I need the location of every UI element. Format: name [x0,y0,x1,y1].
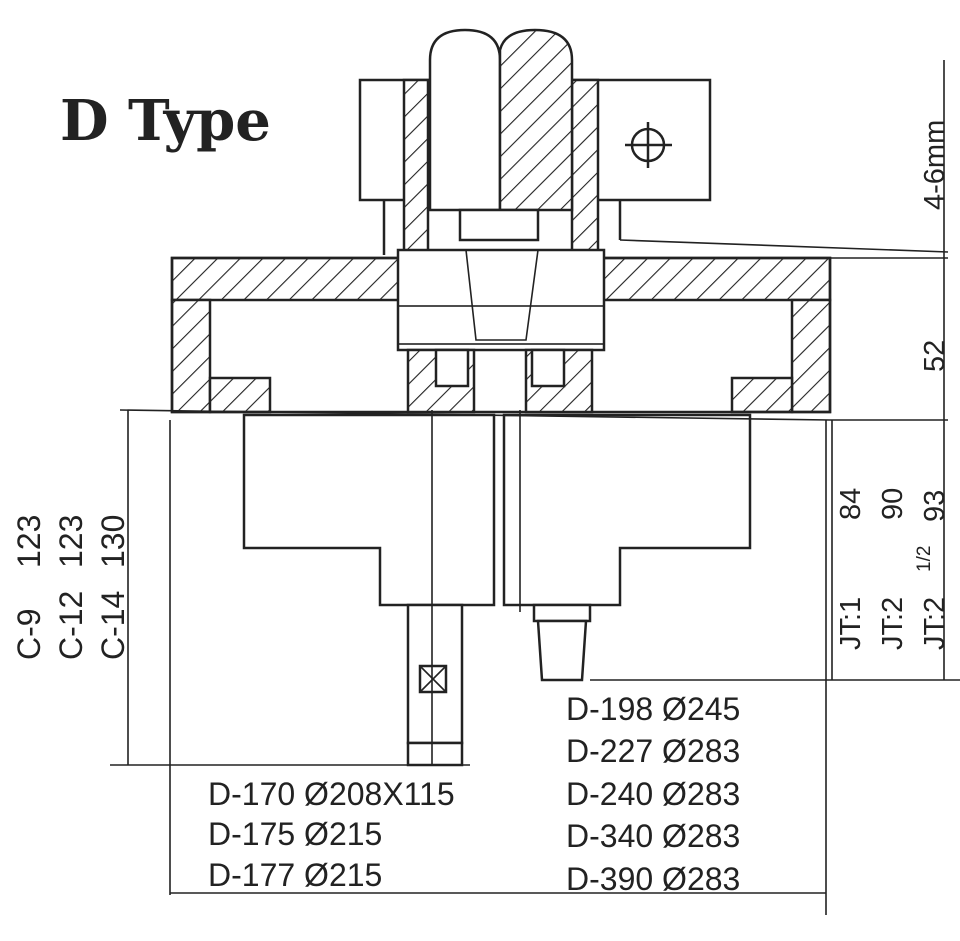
right-model-item: D-390 Ø283 [566,861,740,897]
right-model-item: D-227 Ø283 [566,733,740,769]
diagram-title: D Type [60,88,271,154]
plate-height-label: 52 [919,340,951,372]
c-9-name: C-9 [11,608,47,660]
jt-2-half-value: 93 [919,490,951,522]
left-model-list: D-170 Ø208X115 D-175 Ø215 D-177 Ø215 [208,776,455,893]
right-model-item: D-340 Ø283 [566,818,740,854]
jt-2-half-superscript: 1/2 [914,546,935,572]
gap-dimension-label: 4-6mm [919,120,951,210]
c-dimension-list: C-9 123 C-12 123 C-14 130 [11,515,131,660]
left-model-item: D-170 Ø208X115 [208,776,455,812]
right-model-item: D-198 Ø245 [566,691,740,727]
right-model-item: D-240 Ø283 [566,776,740,812]
jt-1-value: 84 [835,488,867,520]
right-tool-holder [502,410,752,682]
right-model-list: D-198 Ø245 D-227 Ø283 D-240 Ø283 D-340 Ø… [566,691,740,897]
c-12-value: 123 [53,515,89,568]
jt-2-name: JT:2 [877,597,909,650]
c-12-name: C-12 [53,591,89,660]
housing-plate [170,256,832,414]
jt-dimension-list: JT:1 84 JT:2 90 JT:2 1/2 93 [835,488,951,650]
c-14-value: 130 [95,515,131,568]
drive-shaft [428,28,574,242]
bolt-symbol [625,122,672,168]
dimension-lines [110,60,960,915]
c-9-value: 123 [11,515,47,568]
left-model-item: D-177 Ø215 [208,857,382,893]
left-tool-holder [242,410,496,767]
jt-1-name: JT:1 [835,597,867,650]
c-14-name: C-14 [95,591,131,660]
jt-2-half-name: JT:2 [919,597,951,650]
left-model-item: D-175 Ø215 [208,816,382,852]
jt-2-value: 90 [877,488,909,520]
central-bearing [396,248,606,414]
